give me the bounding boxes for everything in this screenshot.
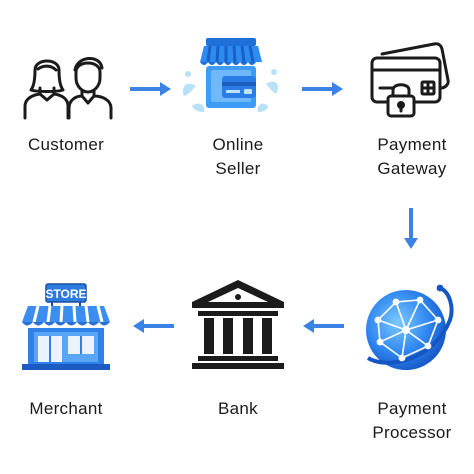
online-storefront-icon bbox=[178, 34, 284, 114]
arrow-bank-to-merchant bbox=[132, 318, 174, 334]
payment-processor-label-line-2: Processor bbox=[372, 423, 452, 442]
arrow-gateway-to-processor bbox=[403, 208, 419, 250]
online-seller-label-line-2: Seller bbox=[215, 159, 261, 178]
payment-gateway-label-line-2: Gateway bbox=[377, 159, 447, 178]
arrow-seller-to-gateway bbox=[302, 81, 344, 97]
store-sign-text: STORE bbox=[45, 287, 86, 301]
merchant-label-line-1: Merchant bbox=[29, 399, 103, 418]
payment-processor-label: Payment Processor bbox=[352, 397, 472, 445]
payment-gateway-label: Payment Gateway bbox=[352, 133, 472, 181]
arrow-processor-to-bank bbox=[302, 318, 344, 334]
bank-label: Bank bbox=[178, 397, 298, 421]
payment-processor-label-line-1: Payment bbox=[377, 399, 447, 418]
online-seller-label-line-1: Online bbox=[212, 135, 264, 154]
store-icon: STORE bbox=[18, 282, 114, 372]
merchant-label: Merchant bbox=[6, 397, 126, 421]
customer-label: Customer bbox=[6, 133, 126, 157]
online-seller-label: Online Seller bbox=[178, 133, 298, 181]
arrow-customer-to-seller bbox=[130, 81, 172, 97]
payment-gateway-label-line-1: Payment bbox=[377, 135, 447, 154]
network-globe-icon bbox=[358, 280, 458, 376]
bank-building-icon bbox=[190, 278, 286, 370]
payment-card-lock-icon bbox=[368, 40, 452, 120]
bank-label-line-1: Bank bbox=[218, 399, 258, 418]
customer-label-line-1: Customer bbox=[27, 135, 105, 154]
customer-icon bbox=[22, 48, 114, 122]
